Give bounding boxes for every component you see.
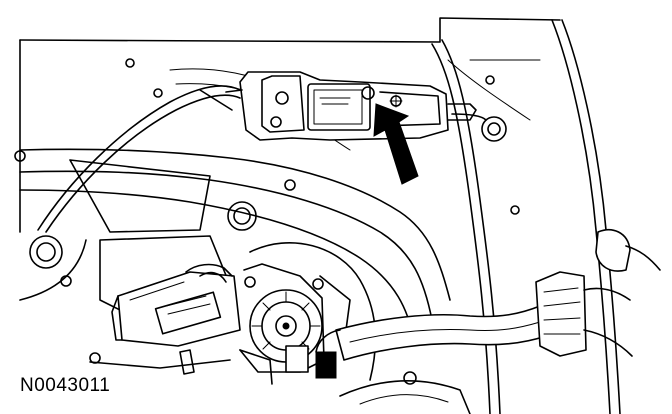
grommet-left (227, 201, 257, 231)
window-regulator-motor (111, 263, 241, 347)
mounting-holes (14, 58, 520, 385)
electrical-connectors (179, 345, 337, 385)
grommet-lower-left (29, 235, 63, 269)
lower-trim (89, 359, 471, 414)
wiring-harness (315, 228, 661, 361)
callout-arrow (373, 103, 419, 185)
regulator-gearbox (239, 263, 325, 373)
cable (19, 85, 241, 301)
figure-id-label: N0043011 (17, 375, 114, 397)
